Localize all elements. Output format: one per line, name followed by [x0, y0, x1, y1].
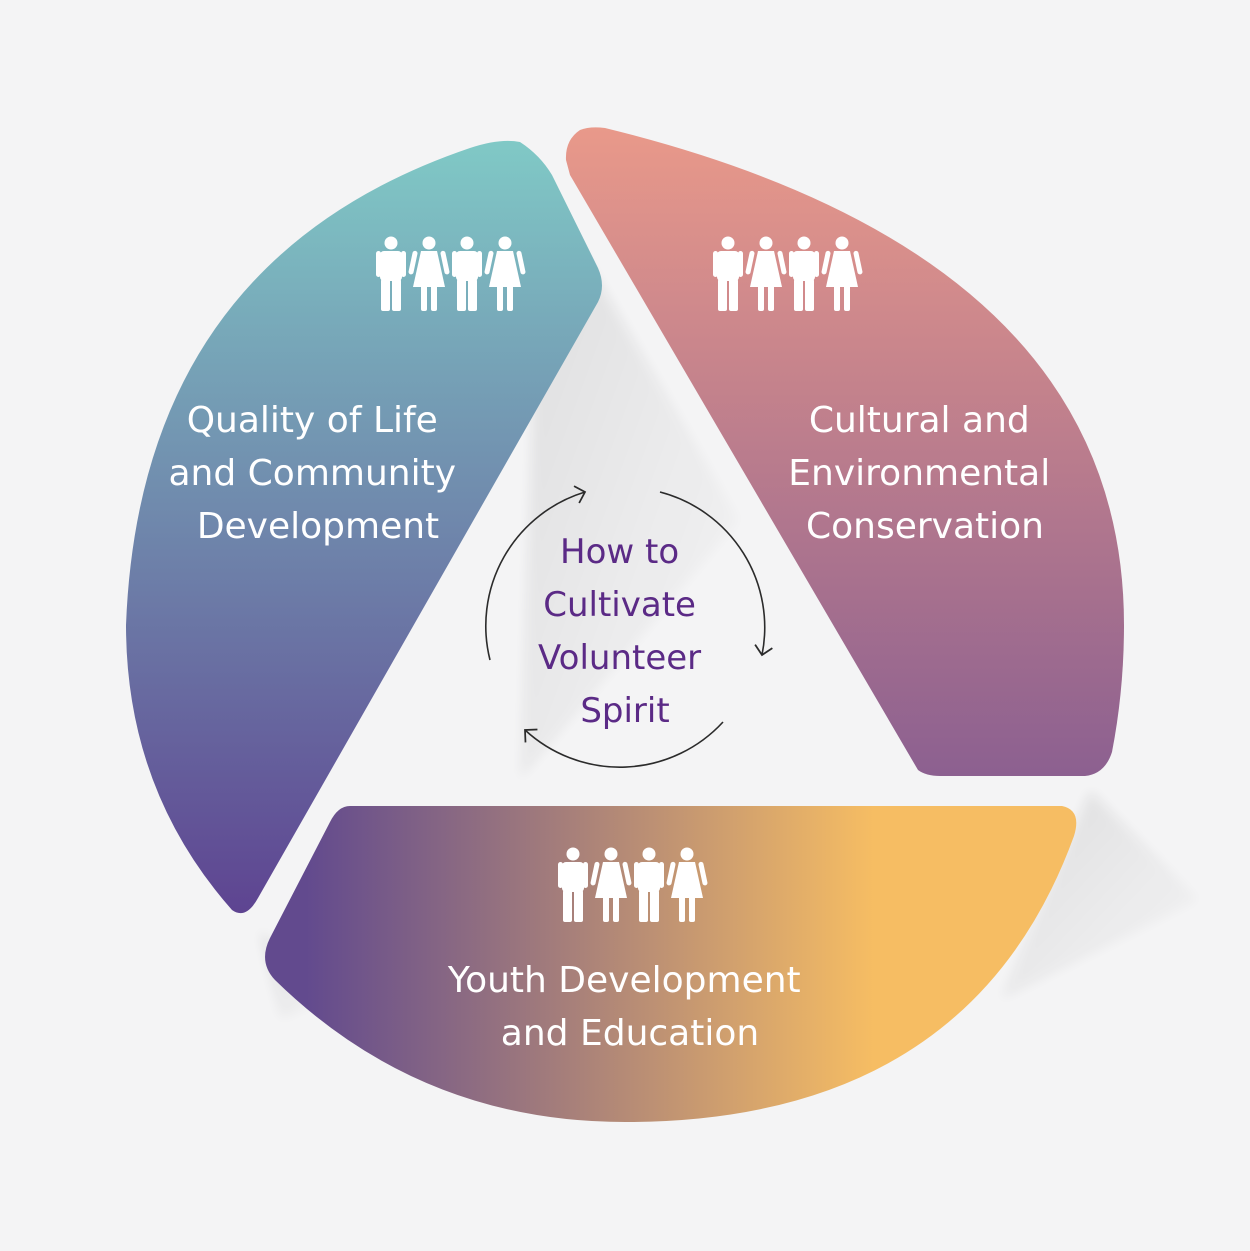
center-title-line: How to — [560, 532, 679, 572]
cycle-arrow-left — [485, 485, 587, 661]
label-line: Quality of Life — [187, 400, 438, 441]
segment-youth-development-shape — [265, 806, 1077, 1122]
label-line: and Education — [501, 1013, 759, 1054]
segment-cultural-conservation-shape — [565, 127, 1124, 777]
label-line: Youth Development — [447, 960, 801, 1001]
center-title-line: Cultivate — [543, 585, 696, 625]
segment-quality-of-life-shape — [126, 140, 602, 914]
label-line: and Community — [169, 453, 457, 494]
cycle-arrow-top-right — [659, 491, 773, 657]
label-line: Environmental — [788, 453, 1050, 494]
segment-cultural-conservation-label: Cultural and Environmental Conservation — [788, 400, 1061, 547]
label-line: Cultural and — [809, 400, 1030, 441]
label-line: Development — [197, 506, 439, 547]
segment-quality-of-life-label: Quality of Life and Community Developmen… — [169, 400, 468, 547]
center-title-line: Volunteer — [538, 638, 701, 678]
segment-quality-of-life[interactable]: Quality of Life and Community Developmen… — [126, 140, 602, 914]
center-title: How to Cultivate Volunteer Spirit — [538, 532, 712, 731]
cycle-arrows — [485, 485, 773, 768]
segment-youth-development-label: Youth Development and Education — [447, 960, 812, 1054]
cycle-arrow-bottom — [524, 721, 724, 768]
center-title-line: Spirit — [580, 691, 669, 731]
label-line: Conservation — [806, 506, 1044, 547]
segment-cultural-conservation[interactable]: Cultural and Environmental Conservation — [565, 127, 1124, 777]
segment-youth-development[interactable]: Youth Development and Education — [265, 806, 1077, 1122]
